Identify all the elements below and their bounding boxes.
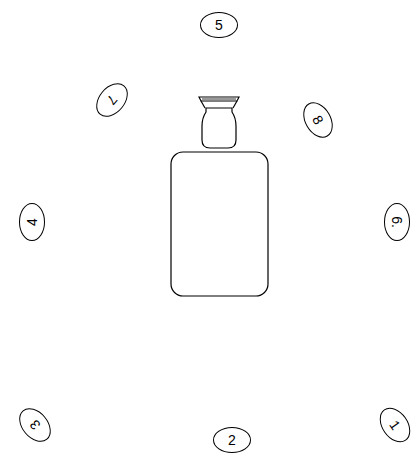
callout-ellipse: 2 <box>213 427 251 453</box>
callout-ellipse: 8 <box>297 97 339 143</box>
callout-ellipse: 3 <box>13 402 57 448</box>
callout-number: 7 <box>104 93 120 108</box>
callout-number: 5 <box>215 18 223 32</box>
callout-ellipse: 6. <box>384 203 410 241</box>
bottle-body <box>171 152 268 296</box>
callout-number: 1 <box>387 418 403 432</box>
callout-number: 3 <box>27 418 43 433</box>
callout-number: 8 <box>310 113 326 127</box>
callout-number: 4 <box>25 218 39 226</box>
callout-number: 2 <box>228 433 236 447</box>
bottle-cap <box>199 97 239 101</box>
bottle-neck <box>202 108 236 148</box>
callout-ellipse: 5 <box>200 12 238 38</box>
callout-ellipse: 7 <box>90 77 134 123</box>
cap-rim <box>202 99 236 100</box>
callout-number: 6. <box>390 216 404 228</box>
callout-ellipse: 4 <box>19 203 45 241</box>
cap-edge <box>201 101 237 108</box>
callout-ellipse: 1 <box>373 402 416 448</box>
